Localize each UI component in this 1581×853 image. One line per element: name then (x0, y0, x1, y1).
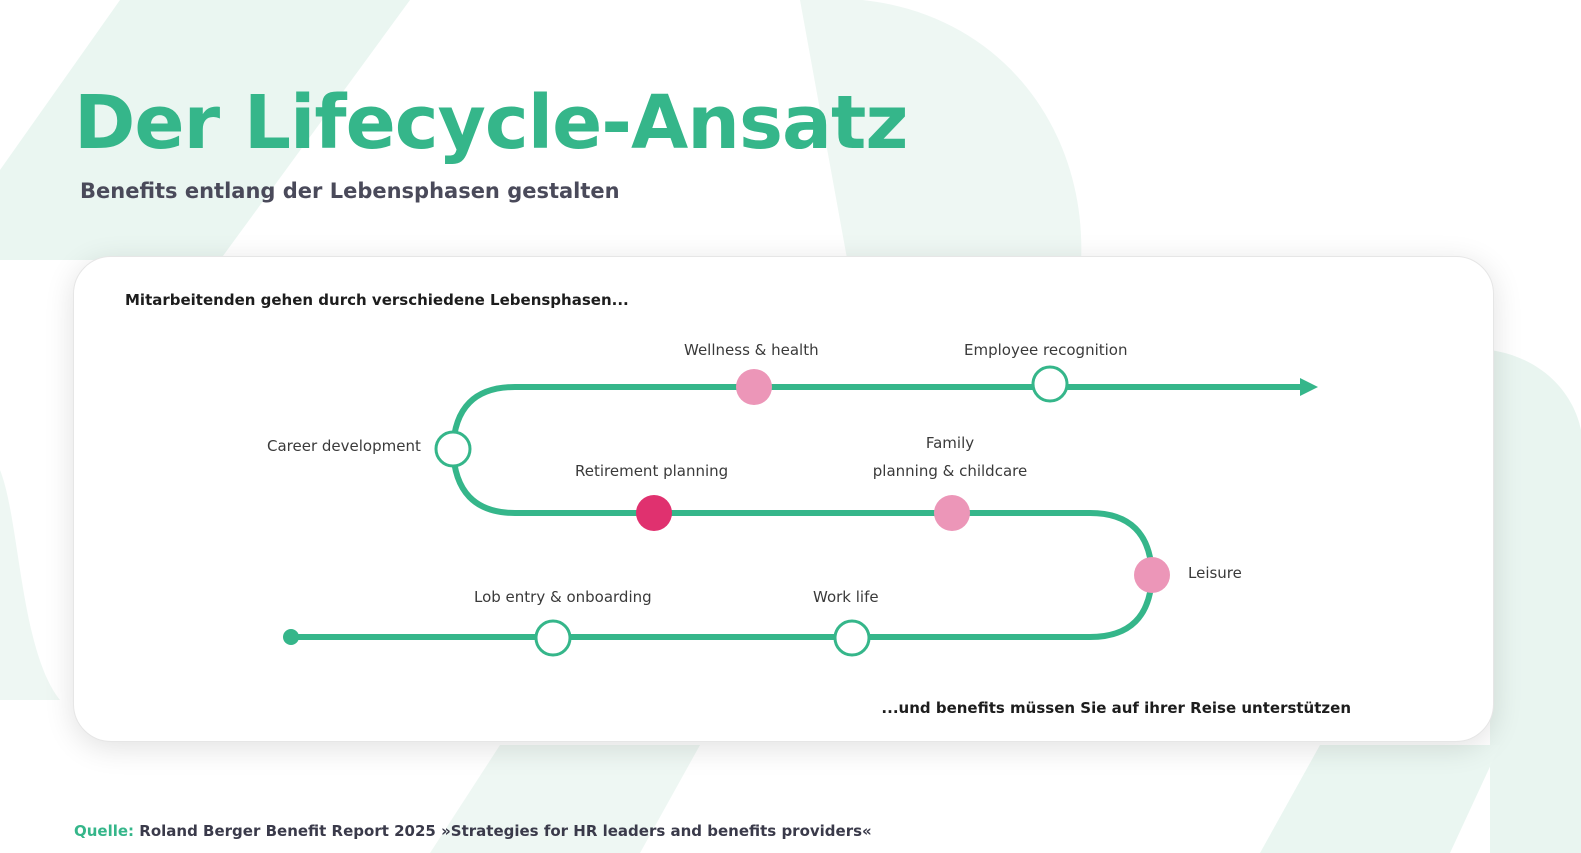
arrow-head-icon (1300, 378, 1318, 396)
stage-label-career: Career development (267, 437, 421, 455)
stage-marker-leisure (1134, 557, 1170, 593)
outro-text: ...und benefits müssen Sie auf ihrer Rei… (881, 699, 1351, 717)
stage-label-family: Family planning & childcare (860, 429, 1040, 485)
stage-marker-job-entry (534, 619, 572, 657)
stage-label-job-entry: Lob entry & onboarding (474, 588, 652, 606)
source-text: Roland Berger Benefit Report 2025 »Strat… (139, 822, 872, 840)
stage-label-recognition: Employee recognition (964, 341, 1128, 359)
stage-label-leisure: Leisure (1188, 564, 1242, 582)
page-title: Der Lifecycle-Ansatz (74, 80, 908, 166)
stage-label-wellness: Wellness & health (684, 341, 819, 359)
start-dot (283, 629, 299, 645)
stage-marker-career (434, 430, 472, 468)
stage-marker-work-life (833, 619, 871, 657)
stage-label-family-line2: planning & childcare (872, 462, 1028, 480)
stage-marker-retirement (636, 495, 672, 531)
lifecycle-card (73, 256, 1494, 742)
stage-marker-family (934, 495, 970, 531)
stage-label-retirement: Retirement planning (575, 462, 729, 480)
stage-label-family-line1: Family (925, 434, 975, 452)
source-label: Quelle: (74, 822, 135, 840)
source-note: Quelle: Roland Berger Benefit Report 202… (74, 822, 872, 840)
page-subtitle: Benefits entlang der Lebensphasen gestal… (80, 179, 620, 203)
stage-label-work-life: Work life (813, 588, 879, 606)
stage-marker-recognition (1031, 365, 1069, 403)
stage-marker-wellness (736, 369, 772, 405)
intro-text: Mitarbeitenden gehen durch verschiedene … (125, 291, 629, 309)
